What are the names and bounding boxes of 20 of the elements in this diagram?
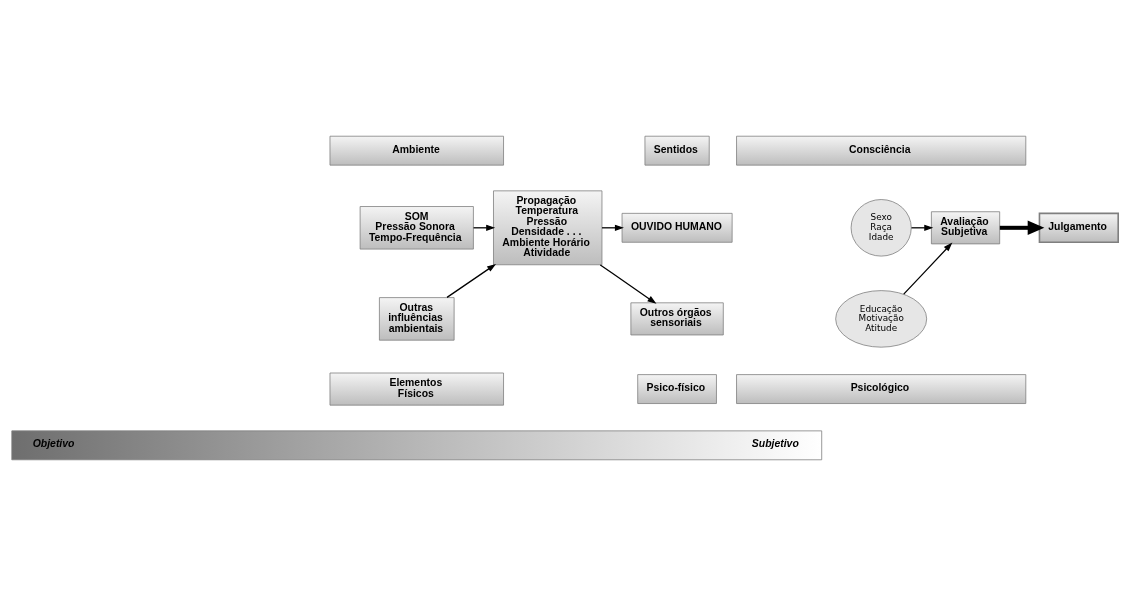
node-box: Outras influências ambientais [379, 296, 455, 341]
arrow [999, 220, 1045, 235]
node-box: Elementos Físicos [329, 372, 504, 406]
node-box: Julgamento [1038, 212, 1119, 243]
node-box: Outros órgãos sensoriais [630, 301, 724, 335]
node-box: Consciência [736, 135, 1027, 166]
node-box: Avaliação Subjetiva [931, 210, 1001, 244]
node-box: Objetivo Subjetivo [11, 429, 823, 460]
node-box: Psicológico [736, 373, 1027, 404]
node-box: Ambiente [329, 135, 504, 166]
node-circle: Sexo Raça Idade [850, 198, 912, 256]
node-ellipse: Educação Motivação Atitude [835, 289, 928, 348]
node-box: Propagação Temperatura Pressão Densidade . . . Ambiente Horário Atividade [493, 189, 603, 265]
arrow [903, 242, 953, 295]
node-box: OUVIDO HUMANO [621, 212, 733, 243]
arrow [446, 263, 497, 298]
node-box: Sentidos [644, 135, 710, 166]
node-box: SOM Pressão Sonora Tempo-Frequência [359, 205, 474, 249]
arrow [599, 263, 657, 304]
node-box: Psico-físico [637, 373, 717, 404]
